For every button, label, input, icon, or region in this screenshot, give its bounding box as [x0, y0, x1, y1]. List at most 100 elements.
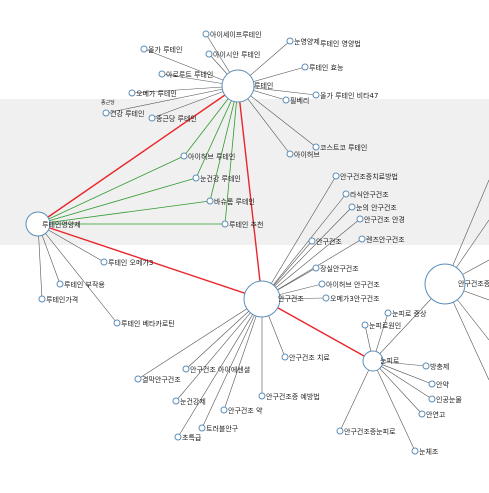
node[interactable]: [361, 321, 369, 329]
node-label: 초특급: [182, 434, 202, 442]
node-label: 눈건강제: [180, 397, 206, 406]
hub-dry-eye[interactable]: [243, 280, 281, 318]
node-label: 안구건조: [316, 237, 342, 246]
node[interactable]: [192, 174, 200, 182]
node-label: 아이시안 루테인: [213, 50, 260, 59]
node[interactable]: [205, 50, 213, 58]
node-label: 눈체조: [419, 448, 439, 456]
hub-lutein[interactable]: [221, 69, 255, 103]
highlight-band: [0, 99, 489, 245]
node-label: 올가 루테인 비타47: [320, 91, 378, 100]
node[interactable]: [100, 258, 108, 266]
node-label: 장실안구건조: [320, 264, 359, 273]
node[interactable]: [418, 410, 426, 418]
node[interactable]: [220, 406, 228, 414]
node[interactable]: [356, 215, 364, 223]
node[interactable]: [102, 109, 110, 117]
node[interactable]: [384, 309, 392, 317]
node[interactable]: [113, 319, 121, 327]
node-label: 아이허브 안구건조: [326, 280, 380, 289]
node[interactable]: [332, 172, 340, 180]
node-label: 코스트코 루테인: [320, 143, 367, 152]
node-label: 안구건조증눈피로: [344, 427, 396, 436]
node-layer: [25, 30, 466, 455]
node-label: 아이세이프루테인: [210, 30, 262, 39]
node[interactable]: [202, 30, 210, 38]
node[interactable]: [336, 427, 344, 435]
node[interactable]: [140, 45, 148, 53]
node[interactable]: [282, 96, 290, 104]
node-label: 눈건강 루테인: [200, 174, 241, 183]
node[interactable]: [206, 197, 214, 205]
node[interactable]: [322, 294, 330, 302]
node[interactable]: [148, 114, 156, 122]
node[interactable]: [348, 203, 356, 211]
node-label: 루테인 베타카로틴: [121, 319, 175, 328]
node[interactable]: [428, 395, 436, 403]
node-label: 눈피로원인: [369, 321, 401, 330]
node-label: 안구건조증 예방법: [266, 392, 320, 401]
node-label: 아로루트 루테인: [166, 70, 213, 79]
node[interactable]: [301, 63, 309, 71]
node-label: 오메가3안구건조: [330, 294, 380, 303]
node-label: 안구건조 치료: [289, 353, 330, 362]
node-label: 루테인 영양법: [320, 39, 361, 48]
label-layer: 루테인 루테인영양제 안구건조 눈피로 안구건조증 아이세이프루테인 아이시안 …: [42, 30, 489, 456]
node-label: 오메가 루테인: [136, 89, 177, 98]
node[interactable]: [342, 190, 350, 198]
node-label: 트러블안구: [206, 424, 239, 433]
node[interactable]: [286, 37, 294, 45]
node-label: 안연고: [426, 410, 446, 419]
node[interactable]: [182, 365, 190, 373]
node-label: 방충제: [430, 362, 449, 371]
node-label: 건강 루테인: [110, 109, 144, 118]
node[interactable]: [172, 397, 180, 405]
hub-right[interactable]: [424, 263, 466, 305]
node[interactable]: [56, 280, 64, 288]
node-label: 아이허브 루테인: [188, 152, 235, 161]
hub-eye-fatigue[interactable]: [362, 350, 384, 372]
node-label: 렌즈안구건조: [366, 235, 405, 244]
node-label: 루테인 효능: [309, 63, 344, 72]
hub-lutein-label: 루테인: [254, 81, 273, 90]
node-label: 안구건조 약: [228, 406, 263, 415]
hub-lutein-supplement-label: 루테인영양제: [42, 220, 81, 229]
node-label: 안약: [436, 380, 449, 389]
node[interactable]: [411, 447, 419, 455]
node[interactable]: [174, 433, 182, 441]
node-label: 안구건조 아이에센셜: [190, 365, 250, 374]
node[interactable]: [312, 91, 320, 99]
hub-eye-fatigue-label: 눈피로: [380, 356, 400, 365]
node[interactable]: [308, 237, 316, 245]
node-label: 눈영양제: [294, 37, 320, 46]
hub-dry-eye-label: 안구건조: [278, 294, 304, 303]
node[interactable]: [312, 143, 320, 151]
node-label: 바슈롬 루테인: [214, 197, 255, 206]
node[interactable]: [258, 392, 266, 400]
node-label: 종근당: [101, 99, 115, 106]
node[interactable]: [318, 280, 326, 288]
node[interactable]: [428, 380, 436, 388]
node-label: 라식안구건조: [350, 190, 389, 199]
node[interactable]: [180, 152, 188, 160]
node[interactable]: [198, 424, 206, 432]
node-label: 아이허브: [294, 150, 320, 159]
node[interactable]: [281, 353, 289, 361]
node-label: 올가 루테인: [148, 45, 182, 54]
node[interactable]: [134, 375, 142, 383]
node-label: 안구건조증치료방법: [340, 172, 398, 181]
node[interactable]: [128, 89, 136, 97]
node-label: 눈의 안구건조: [356, 203, 397, 212]
node-label: 결막안구건조: [142, 375, 181, 384]
node[interactable]: [221, 220, 229, 228]
node[interactable]: [312, 264, 320, 272]
node-label: 필베리: [290, 96, 309, 105]
hub-lutein-supplement[interactable]: [25, 211, 51, 237]
node[interactable]: [158, 70, 166, 78]
node-label: 루테인 추천: [229, 220, 263, 229]
node[interactable]: [286, 150, 294, 158]
node-label: 인공눈물: [436, 395, 462, 404]
node[interactable]: [358, 235, 366, 243]
node[interactable]: [38, 295, 46, 303]
node[interactable]: [422, 362, 430, 370]
